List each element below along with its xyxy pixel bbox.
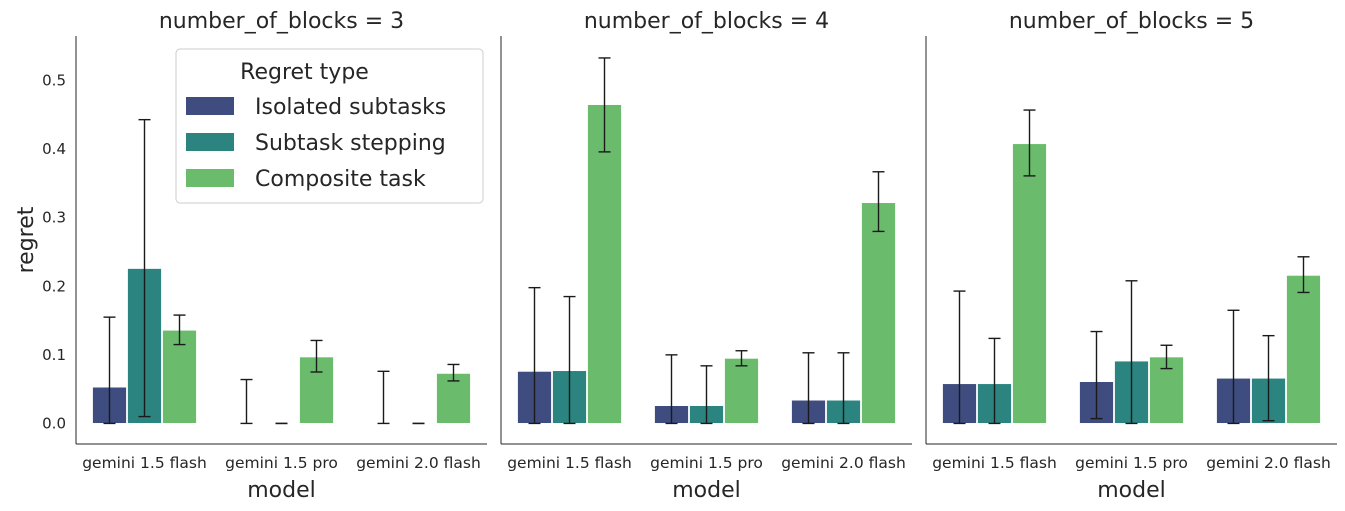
error-bar (735, 350, 748, 367)
legend-box (175, 48, 484, 204)
error-bar (1227, 309, 1240, 425)
error-bar (802, 352, 815, 425)
x-axis-title: model (1097, 478, 1166, 503)
y-axis-title: regret (14, 206, 39, 273)
legend-title: Regret type (240, 60, 369, 85)
error-bar (953, 290, 966, 425)
bar-composite-task (587, 104, 622, 424)
error-bar (700, 365, 713, 425)
y-tick-label: 0.1 (42, 346, 66, 364)
y-tick-label: 0.4 (42, 140, 66, 158)
error-bar (1125, 280, 1138, 425)
x-tick-label: gemini 2.0 flash (781, 454, 906, 472)
panel-2: number_of_blocks = 4 gemini 1.5 flash gemi… (500, 9, 912, 503)
panel-3: number_of_blocks = 5 gemini 1.5 flash gemi… (925, 9, 1337, 503)
x-tick-label: gemini 2.0 flash (1206, 454, 1331, 472)
x-tick-label: gemini 1.5 flash (82, 454, 207, 472)
panel-1: number_of_blocks = 3 0.0 0.1 0.2 0.3 0.4 0.5 re… (14, 9, 487, 503)
y-tick-label: 0.3 (42, 209, 66, 227)
x-axis-title: model (247, 478, 316, 503)
y-tick-label: 0.2 (42, 277, 66, 295)
error-bar (377, 370, 390, 425)
legend-swatch (186, 169, 234, 187)
error-bar (103, 316, 116, 425)
x-tick-label: gemini 1.5 pro (225, 454, 338, 472)
error-bar (1262, 334, 1275, 422)
bar-composite-task (436, 372, 471, 424)
panel-title: number_of_blocks = 3 (159, 9, 404, 34)
legend-entry-label: Subtask stepping (255, 131, 446, 156)
x-tick-label: gemini 1.5 pro (650, 454, 763, 472)
y-tick-label: 0.5 (42, 72, 66, 90)
error-bar (837, 352, 850, 425)
error-bar (563, 295, 576, 425)
error-bar (310, 339, 323, 373)
error-bar (872, 171, 885, 233)
error-bar (1090, 330, 1103, 420)
error-bar (528, 286, 541, 425)
x-tick-label: gemini 2.0 flash (356, 454, 481, 472)
bar-composite-task (1286, 274, 1321, 424)
x-tick-label: gemini 1.5 flash (932, 454, 1057, 472)
error-bar (1160, 344, 1173, 370)
error-bar (598, 57, 611, 153)
error-bar (988, 337, 1001, 425)
x-tick-label: gemini 1.5 pro (1075, 454, 1188, 472)
error-bar (173, 314, 186, 346)
error-bar (1023, 109, 1036, 177)
bar-composite-task (724, 357, 759, 424)
error-bar (1297, 256, 1310, 294)
error-bar (240, 378, 253, 425)
error-bar (447, 363, 460, 382)
bar-composite-task (1012, 143, 1047, 424)
legend-swatch (186, 97, 234, 115)
x-tick-label: gemini 1.5 flash (507, 454, 632, 472)
legend-swatch (186, 133, 234, 151)
bar-composite-task (861, 202, 896, 424)
error-bar (665, 354, 678, 425)
error-bar (138, 118, 151, 418)
legend-entry-label: Composite task (255, 167, 426, 192)
legend-entry-label: Isolated subtasks (255, 95, 446, 120)
bar-composite-task (162, 329, 197, 424)
panel-title: number_of_blocks = 5 (1009, 9, 1254, 34)
x-axis-title: model (672, 478, 741, 503)
panel-title: number_of_blocks = 4 (584, 9, 829, 34)
y-tick-label: 0.0 (42, 414, 66, 432)
chart-panels: number_of_blocks = 3 0.0 0.1 0.2 0.3 0.4 0.5 re… (14, 9, 1337, 503)
